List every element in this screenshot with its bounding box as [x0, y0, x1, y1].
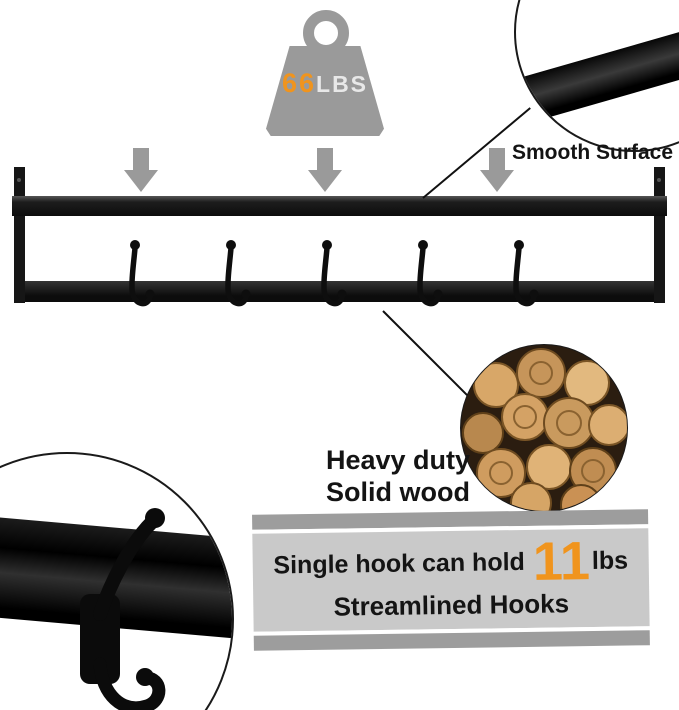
- arrow-head: [480, 170, 514, 192]
- banner-body: Single hook can hold 11 lbs Streamlined …: [252, 528, 650, 632]
- capacity-value: 11: [532, 531, 591, 593]
- coat-hook-icon: [321, 240, 347, 307]
- weight-value: 66: [281, 68, 317, 98]
- capacity-line1: Single hook can hold 11 lbs: [273, 531, 629, 593]
- hook-closeup-icon: [80, 508, 166, 710]
- solid-wood-label-line2: Solid wood: [326, 477, 470, 507]
- solid-wood-zoom-circle: [460, 344, 628, 512]
- right-bracket: [654, 167, 665, 303]
- down-arrow-icon: [124, 148, 158, 192]
- solid-wood-label-line1: Heavy duty: [325, 445, 471, 475]
- coat-hook-icon: [417, 240, 443, 307]
- weight-unit: LBS: [316, 71, 369, 97]
- smooth-surface-zoom-circle: [514, 0, 679, 152]
- callout-line: [382, 310, 468, 396]
- down-arrow-icon: [308, 148, 342, 192]
- wood-logs-image: [462, 348, 627, 511]
- coat-hook-icon: [129, 240, 155, 307]
- arrow-shaft: [317, 148, 333, 170]
- down-arrow-icon: [480, 148, 514, 192]
- screw-hole: [657, 178, 661, 182]
- solid-wood-label: Heavy duty Solid wood: [308, 444, 488, 508]
- coat-hook-icon: [225, 240, 251, 307]
- weight-body-icon: [266, 46, 384, 136]
- arrow-head: [124, 170, 158, 192]
- shelf-board: [12, 196, 667, 216]
- capacity-banner: Single hook can hold 11 lbs Streamlined …: [252, 509, 650, 655]
- coat-hook-icon: [513, 240, 539, 307]
- capacity-prefix: Single hook can hold: [273, 547, 526, 580]
- smooth-surface-label: Smooth Surface: [512, 141, 674, 164]
- weight-capacity-label: 66LBS: [266, 68, 384, 99]
- arrow-shaft: [489, 148, 505, 170]
- arrow-head: [308, 170, 342, 192]
- shelf-edge-closeup: [516, 0, 679, 135]
- hook-zoom-circle: [0, 452, 234, 710]
- capacity-unit: lbs: [591, 546, 629, 576]
- capacity-line2: Streamlined Hooks: [333, 588, 570, 622]
- left-bracket: [14, 167, 25, 303]
- arrow-shaft: [133, 148, 149, 170]
- screw-hole: [17, 178, 21, 182]
